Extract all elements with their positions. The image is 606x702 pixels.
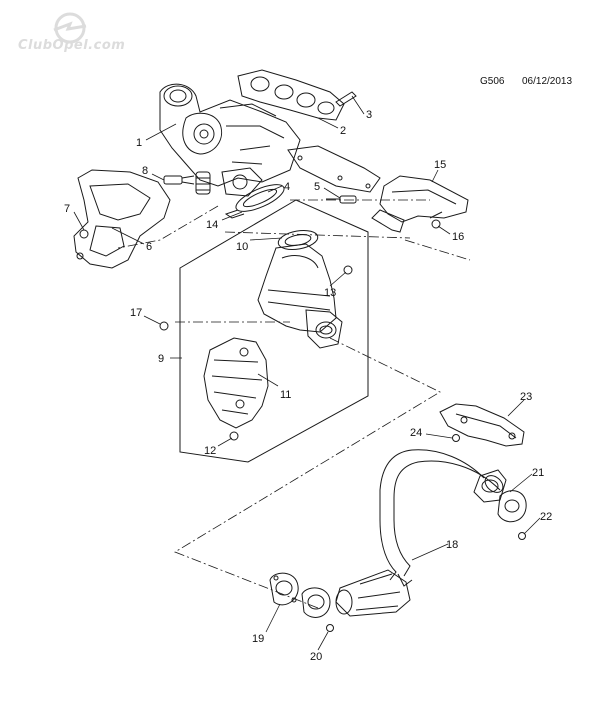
gasket-strip [287, 145, 381, 193]
opel-logo-icon [53, 12, 87, 44]
heat-shield-6 [73, 169, 171, 269]
callout-8: 8 [142, 165, 148, 177]
bolt-24 [452, 434, 460, 442]
callout-16: 16 [452, 231, 464, 243]
sensor-8 [163, 175, 195, 185]
group-9-frame [179, 199, 369, 463]
sensor-5 [326, 195, 357, 204]
callout-21: 21 [532, 467, 544, 479]
callout-10: 10 [236, 241, 248, 253]
nut-17 [159, 321, 169, 331]
nut-7 [79, 229, 89, 239]
leader-lines [73, 95, 541, 651]
stud-3 [335, 91, 357, 107]
exhaust-pipe [335, 449, 504, 617]
callout-labels: 1 2 3 4 5 6 7 8 9 10 11 12 13 14 15 16 1… [64, 109, 552, 663]
callout-1: 1 [136, 137, 142, 149]
flange-20 [301, 587, 334, 632]
heat-shield-15 [371, 175, 469, 233]
callout-22: 22 [540, 511, 552, 523]
diagram-date: 06/12/2013 [522, 76, 573, 87]
callout-4: 4 [284, 181, 290, 193]
bolt-16 [429, 211, 443, 229]
turbocharger-assembly [159, 83, 301, 197]
callout-19: 19 [252, 633, 264, 645]
catalytic-converter [257, 243, 343, 349]
gasket-14 [224, 184, 285, 219]
callout-9: 9 [158, 353, 164, 365]
callout-12: 12 [204, 445, 216, 457]
callout-15: 15 [434, 159, 446, 171]
callout-17: 17 [130, 307, 142, 319]
diagram-code: G506 [480, 76, 505, 87]
nut-12 [229, 431, 239, 441]
heat-shield-11 [203, 337, 269, 429]
callout-13: 13 [324, 287, 336, 299]
gasket-19 [269, 572, 299, 606]
callout-2: 2 [340, 125, 346, 137]
nut-13 [343, 265, 353, 275]
callout-23: 23 [520, 391, 532, 403]
watermark-text: ClubOpel.com [18, 38, 126, 53]
reference-lines [117, 199, 471, 609]
gasket-22 [497, 490, 527, 540]
manifold-gasket [237, 69, 345, 121]
callout-5: 5 [314, 181, 320, 193]
callout-11: 11 [280, 389, 291, 401]
watermark-logo [20, 10, 130, 60]
callout-20: 20 [310, 651, 322, 663]
callout-14: 14 [206, 219, 218, 231]
callout-6: 6 [146, 241, 152, 253]
callout-3: 3 [366, 109, 372, 121]
flange-21 [473, 469, 507, 503]
callout-18: 18 [446, 539, 458, 551]
bracket-23 [439, 403, 525, 447]
callout-7: 7 [64, 203, 70, 215]
callout-24: 24 [410, 427, 422, 439]
